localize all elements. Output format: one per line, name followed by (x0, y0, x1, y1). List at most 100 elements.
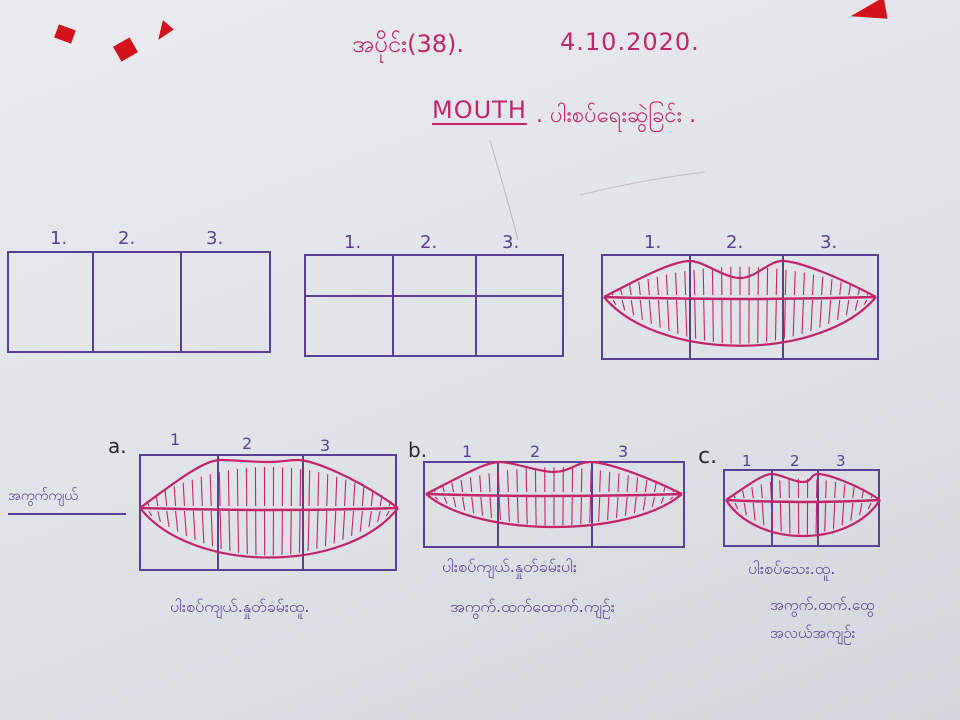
upper-lip-hatch (825, 480, 827, 499)
grid-three-columns-two-rows (304, 254, 564, 357)
page-title-word: MOUTH (432, 96, 527, 124)
lower-lip-hatch (779, 502, 782, 532)
example-c-caption-line-1: ပါးစပ်သေး.ထူ. (748, 559, 836, 578)
lower-lip-hatch (157, 510, 161, 523)
upper-lip-hatch (665, 274, 669, 296)
upper-lip-hatch (173, 486, 177, 507)
lower-lip-hatch (201, 510, 205, 544)
grid3-label-2: 2. (726, 232, 744, 253)
example-b-label-3: 3 (618, 442, 629, 461)
upper-lip-hatch (146, 500, 150, 507)
upper-lip-hatch (191, 479, 194, 507)
lower-lip-hatch (703, 299, 706, 341)
upper-lip-hatch (610, 292, 614, 296)
lower-lip-hatch (633, 496, 637, 514)
upper-lip-hatch (647, 279, 650, 296)
example-b-label-1: 1 (462, 442, 473, 461)
upper-lip-hatch (857, 288, 861, 296)
upper-lip-hatch (599, 470, 601, 493)
lower-lip-hatch (452, 496, 457, 508)
lower-lip-hatch (761, 502, 765, 526)
lower-lip-hatch (651, 496, 656, 508)
example-b-caption-line-2: အကွက်.ထက်ထောက်.ကျဉ်း (450, 597, 615, 616)
upper-lip-hatch (870, 494, 874, 499)
upper-lip-hatch (779, 480, 781, 499)
upper-lip-hatch (335, 476, 338, 507)
lower-lip-hatch (385, 510, 390, 517)
lower-lip-hatch (368, 510, 372, 528)
lower-lip-hatch (598, 496, 601, 522)
upper-lip-hatch (507, 470, 509, 493)
lower-lip-hatch (580, 496, 582, 525)
lower-lip-hatch (507, 496, 510, 522)
lips-drawing-example-b (425, 460, 683, 528)
lower-lip-hatch (443, 496, 448, 504)
lower-lip-hatch (841, 502, 845, 526)
upper-lip-hatch (608, 471, 611, 493)
example-c-caption-line-3: အလယ်အကျဉ်း (770, 624, 856, 642)
lips-drawing-example-a (139, 458, 399, 559)
upper-lip-hatch (638, 281, 641, 296)
grid1-label-3: 3. (206, 228, 224, 249)
lesson-number: အပိုင်း(38). (352, 30, 465, 58)
lower-lip-hatch (324, 510, 328, 547)
lips-drawing-top-row (603, 259, 877, 347)
lower-lip-hatch (183, 510, 187, 537)
lower-lip-hatch (351, 510, 355, 537)
example-a-letter: a. (108, 434, 127, 458)
upper-lip-hatch (751, 487, 754, 499)
lower-lip-hatch (192, 510, 196, 540)
lower-lip-hatch (660, 496, 665, 504)
upper-lip-hatch (693, 269, 696, 296)
lower-lip-hatch (333, 510, 337, 544)
lower-lip-hatch (316, 510, 319, 549)
lower-lip-hatch (612, 299, 617, 305)
lower-lip-hatch (788, 502, 791, 534)
lip-center-line (603, 295, 877, 301)
upper-lip-hatch (590, 469, 592, 493)
lower-lip-hatch (307, 510, 310, 552)
example-c-label-2: 2 (790, 452, 800, 470)
upper-lip-hatch (218, 472, 221, 507)
upper-lip-hatch (675, 272, 678, 296)
lower-lip-hatch (630, 299, 635, 316)
lower-lip-hatch (607, 496, 610, 521)
upper-lip-hatch (769, 481, 772, 499)
upper-lip-hatch (497, 471, 500, 493)
upper-lip-hatch (317, 472, 320, 507)
lip-center-line (139, 506, 399, 512)
grid2-label-3: 3. (502, 232, 520, 253)
lower-lip-hatch (166, 510, 170, 528)
upper-lip-outline (725, 472, 881, 501)
grid1-label-1: 1. (50, 228, 68, 249)
lower-lip-hatch (850, 502, 854, 521)
lower-lip-hatch (237, 510, 240, 553)
upper-lip-outline (139, 458, 399, 509)
upper-lip-hatch (793, 271, 796, 296)
upper-lip-hatch (469, 477, 473, 493)
upper-lip-hatch (672, 489, 676, 493)
lower-lip-hatch (734, 502, 739, 510)
lower-lip-hatch (819, 299, 823, 328)
example-c-label-3: 3 (836, 452, 846, 470)
lower-lip-hatch (246, 510, 248, 555)
lower-lip-hatch (832, 502, 836, 529)
example-a-label-1: 1 (170, 430, 181, 449)
lower-lip-hatch (648, 299, 652, 324)
upper-lip-hatch (516, 469, 518, 493)
upper-lip-hatch (361, 486, 365, 507)
upper-lip-hatch (626, 475, 629, 493)
lower-lip-hatch (589, 496, 592, 524)
lower-lip-outline (139, 507, 399, 559)
upper-lip-hatch (308, 470, 311, 507)
upper-lip-hatch (760, 484, 763, 499)
upper-lip-hatch (654, 482, 657, 493)
upper-lip-hatch (742, 490, 745, 499)
lower-lip-hatch (815, 502, 818, 534)
grid3-label-3: 3. (820, 232, 838, 253)
lower-lip-hatch (766, 299, 768, 342)
lower-lip-hatch (792, 299, 795, 337)
upper-lip-hatch (821, 276, 824, 296)
